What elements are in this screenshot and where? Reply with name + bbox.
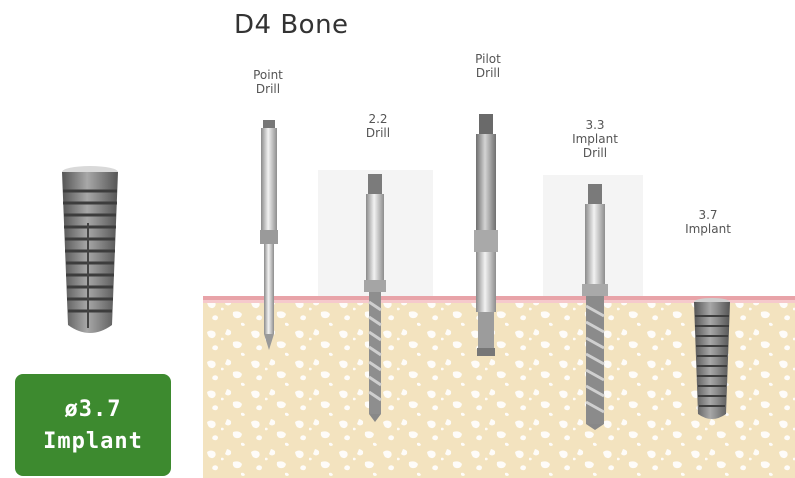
implant-3-7-in-bone [690, 296, 734, 426]
point-drill [255, 118, 285, 354]
implant-3-7-large [58, 163, 122, 343]
implant-drill-3-3 [579, 182, 613, 432]
badge-line1: ø3.7 [15, 394, 171, 426]
implant-size-badge: ø3.7 Implant [15, 374, 171, 476]
drill-2-2 [361, 172, 391, 424]
pilot-drill [471, 112, 501, 358]
badge-line2: Implant [15, 426, 171, 458]
